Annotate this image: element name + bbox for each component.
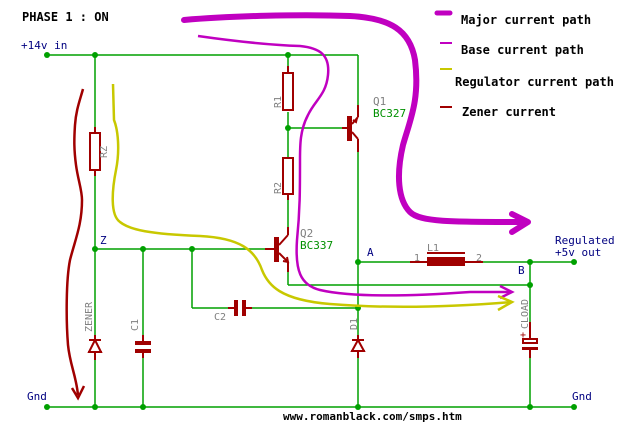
label-q2-ref: Q2 bbox=[300, 227, 313, 240]
legend: Major current path Base current path Reg… bbox=[434, 10, 614, 119]
legend-label-major: Major current path bbox=[461, 13, 591, 27]
junction bbox=[140, 404, 146, 410]
net-label-5v-out: +5v out bbox=[555, 246, 601, 259]
resistor-r1 bbox=[282, 66, 294, 111]
label-zener: ZENER bbox=[84, 301, 95, 332]
junction bbox=[527, 404, 533, 410]
junction-out bbox=[571, 259, 577, 265]
label-rz: RZ bbox=[99, 146, 110, 158]
net-label-gnd-left: Gnd bbox=[27, 390, 47, 403]
node-label-a: A bbox=[367, 246, 374, 259]
junction bbox=[92, 404, 98, 410]
junction bbox=[189, 246, 195, 252]
capacitor-c2 bbox=[228, 300, 252, 316]
junction bbox=[355, 404, 361, 410]
junction bbox=[285, 52, 291, 58]
page-title: PHASE 1 : ON bbox=[22, 10, 109, 24]
major-current-path bbox=[181, 12, 523, 225]
junction-a bbox=[355, 259, 361, 265]
zener-current-arrowhead bbox=[70, 385, 86, 401]
regulator-current-arrowhead bbox=[497, 294, 515, 312]
base-current-arrowhead bbox=[499, 284, 515, 300]
label-q1-ref: Q1 bbox=[373, 95, 386, 108]
label-r2: R2 bbox=[273, 182, 284, 194]
junction-14v-in bbox=[44, 52, 50, 58]
junction-gnd-right bbox=[571, 404, 577, 410]
label-r1: R1 bbox=[273, 96, 284, 108]
label-l1-pin2: 2 bbox=[476, 253, 482, 264]
label-cload: CLOAD bbox=[520, 299, 531, 329]
junction bbox=[527, 282, 533, 288]
major-current-arrowhead bbox=[509, 211, 531, 235]
junction-gnd-left bbox=[44, 404, 50, 410]
label-q2-part: BC337 bbox=[300, 239, 333, 252]
label-cload-plus: + bbox=[520, 330, 526, 341]
capacitor-cload bbox=[522, 322, 538, 358]
label-l1: L1 bbox=[427, 243, 439, 254]
node-label-b: B bbox=[518, 264, 525, 277]
junction-b bbox=[527, 259, 533, 265]
label-q1-part: BC327 bbox=[373, 107, 406, 120]
capacitor-c1 bbox=[135, 335, 151, 358]
inductor-l1 bbox=[410, 252, 483, 266]
transistor-q2 bbox=[265, 227, 290, 272]
label-d1: D1 bbox=[349, 318, 360, 330]
label-l1-pin1: 1 bbox=[414, 253, 420, 264]
current-paths bbox=[65, 12, 531, 401]
diode-d1 bbox=[350, 335, 366, 358]
base-current-path bbox=[197, 34, 512, 297]
junction bbox=[285, 125, 291, 131]
junction-z bbox=[92, 246, 98, 252]
transistor-q1 bbox=[342, 105, 359, 152]
legend-label-regulator: Regulator current path bbox=[455, 75, 614, 89]
junction bbox=[92, 52, 98, 58]
label-c2: C2 bbox=[214, 312, 226, 323]
net-label-regulated: Regulated bbox=[555, 234, 615, 247]
legend-label-zener: Zener current bbox=[462, 105, 556, 119]
net-label-14v-in: +14v in bbox=[21, 39, 67, 52]
regulator-current-path bbox=[111, 83, 513, 309]
node-label-z: Z bbox=[100, 234, 107, 247]
resistor-r2 bbox=[282, 157, 294, 200]
junction bbox=[140, 246, 146, 252]
legend-label-base: Base current path bbox=[461, 43, 584, 57]
footer-url: www.romanblack.com/smps.htm bbox=[283, 410, 462, 423]
zener-current-path bbox=[65, 88, 85, 396]
label-c1: C1 bbox=[130, 319, 141, 331]
wires bbox=[47, 54, 574, 408]
net-label-gnd-right: Gnd bbox=[572, 390, 592, 403]
resistor-rz bbox=[89, 127, 101, 176]
diode-zener bbox=[87, 335, 103, 360]
